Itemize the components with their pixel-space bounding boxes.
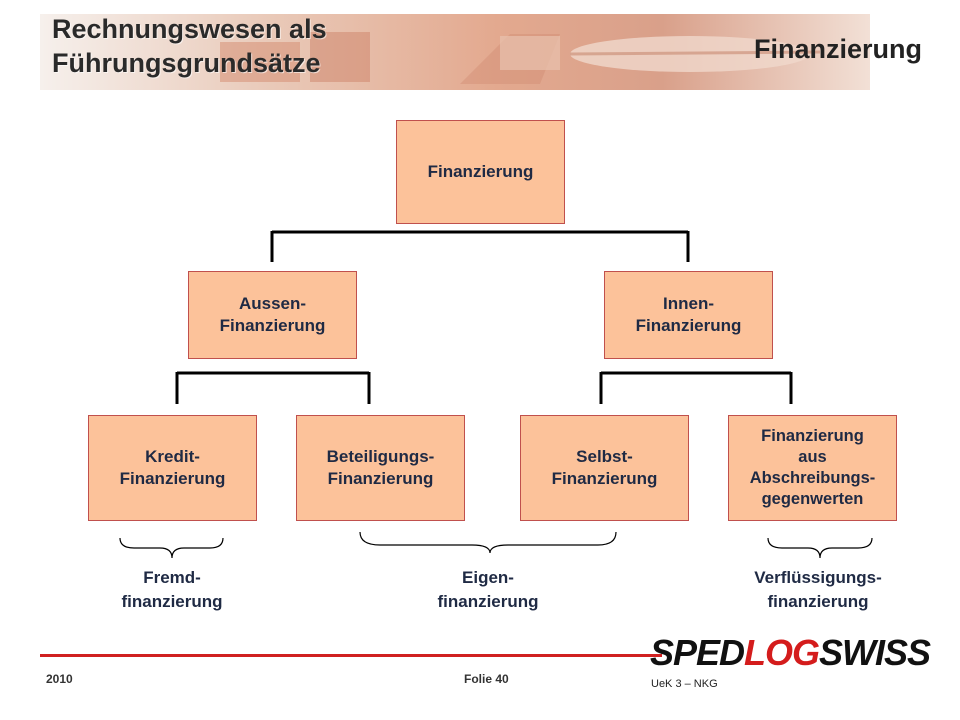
- node-finanzierung: Finanzierung: [396, 120, 565, 224]
- title-line-2: Führungsgrundsätze: [52, 48, 321, 78]
- logo-swiss: SWISS: [819, 632, 931, 673]
- brace-eigen: [359, 531, 617, 554]
- course-label: UeK 3 – NKG: [651, 678, 718, 690]
- slide-topic: Finanzierung: [754, 34, 922, 64]
- node-abschreibungs-label: Finanzierung aus Abschreibungs- gegenwer…: [749, 427, 876, 508]
- node-selbst-finanzierung: Selbst- Finanzierung: [520, 415, 689, 521]
- header-banner: [40, 14, 870, 90]
- footer-year: 2010: [46, 672, 73, 686]
- slide-number: Folie 40: [464, 672, 509, 686]
- node-kredit-label: Kredit- Finanzierung: [119, 447, 226, 488]
- node-beteiligungs-finanzierung: Beteiligungs- Finanzierung: [296, 415, 465, 521]
- node-aussen-finanzierung: Aussen- Finanzierung: [188, 271, 357, 359]
- title-line-1: Rechnungswesen als: [52, 14, 327, 44]
- brace-verfluessigung: [767, 537, 873, 559]
- node-aussen-label: Aussen- Finanzierung: [219, 294, 326, 335]
- node-abschreibungs-finanzierung: Finanzierung aus Abschreibungs- gegenwer…: [728, 415, 897, 521]
- spedlogswiss-logo: SPEDLOGSWISS: [650, 632, 931, 674]
- brace-fremd: [119, 537, 224, 559]
- node-innen-finanzierung: Innen- Finanzierung: [604, 271, 773, 359]
- group-label-verfluessigung: Verflüssigungs- finanzierung: [754, 568, 882, 611]
- banner-decoration: [220, 32, 821, 84]
- logo-log: LOG: [744, 632, 820, 673]
- node-finanzierung-label: Finanzierung: [427, 162, 534, 181]
- node-kredit-finanzierung: Kredit- Finanzierung: [88, 415, 257, 521]
- group-label-eigen: Eigen- finanzierung: [437, 568, 539, 611]
- node-beteiligungs-label: Beteiligungs- Finanzierung: [326, 447, 435, 488]
- group-label-fremd: Fremd- finanzierung: [121, 568, 223, 611]
- node-selbst-label: Selbst- Finanzierung: [551, 447, 658, 488]
- footer-divider: [40, 654, 662, 657]
- logo-sped: SPED: [650, 632, 745, 673]
- node-innen-label: Innen- Finanzierung: [635, 294, 742, 335]
